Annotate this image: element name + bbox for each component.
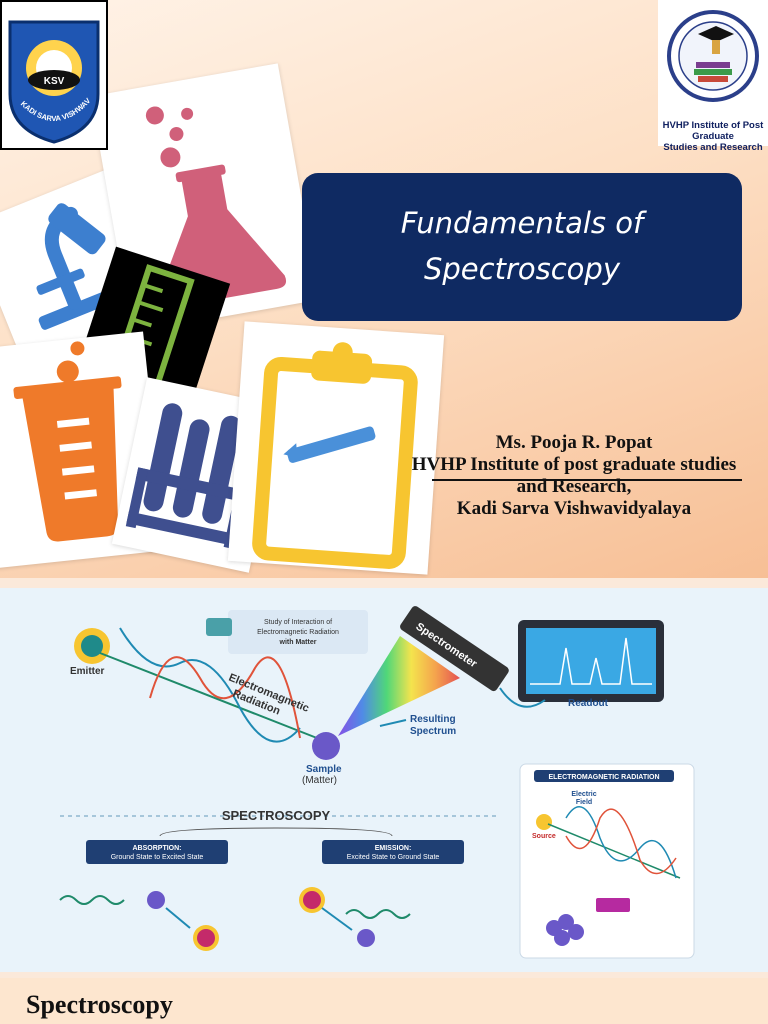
- pointing-hand-icon: [206, 618, 232, 636]
- hvhp-caption-line2: Studies and Research: [663, 142, 763, 153]
- readout-arrow: [499, 687, 546, 708]
- footer-title: Spectroscopy: [26, 990, 173, 1019]
- clipboard-icon: [252, 342, 418, 569]
- resulting-line1: Resulting: [410, 714, 456, 725]
- author-university: Kadi Sarva Vishwavidyalaya: [456, 498, 692, 519]
- em-card-title: ELECTROMAGNETIC RADIATION: [548, 774, 659, 781]
- cover-background: KSV KADI SARVA VISHWAVIDYALAYA HVHP Inst…: [0, 0, 768, 578]
- absorption-wave: [59, 895, 125, 905]
- spectroscopy-diagram: Study of Interaction of Electromagnetic …: [0, 588, 768, 972]
- sun-icon: [74, 628, 110, 664]
- em-card-magnetic-wave: [565, 806, 677, 879]
- electric-wave: [149, 656, 301, 739]
- spectrum-beam: [338, 636, 460, 736]
- heading-brace: [159, 827, 393, 837]
- author-institute-line1: HVHP Institute of post graduate studies: [411, 454, 737, 475]
- beaker-card: [0, 331, 167, 569]
- em-card-ray: [547, 823, 681, 879]
- hvhp-caption-line1: HVHP Institute of Post Graduate: [662, 120, 764, 142]
- clipboard-card: [227, 321, 445, 575]
- radiation-ray: [99, 652, 323, 741]
- title-line2: Spectroscopy: [423, 252, 620, 286]
- absorption-line2: Ground State to Excited State: [111, 854, 204, 861]
- emission-arrow: [321, 907, 353, 931]
- em-card-electric-wave: [565, 808, 677, 875]
- ksv-emblem-text: KSV: [44, 76, 65, 87]
- callout-box: [228, 610, 368, 654]
- em-card-title-bar: [534, 770, 674, 782]
- spectroscopy-illustration: Study of Interaction of Electromagnetic …: [59, 606, 695, 959]
- footer-strip: [0, 978, 768, 1024]
- molecule-icon: [546, 914, 584, 946]
- source-label: Source: [532, 833, 556, 840]
- absorption-box: [86, 840, 228, 864]
- hvhp-seal-icon: [667, 10, 759, 102]
- readout-spectrum-line: [530, 637, 652, 685]
- emitter-label: Emitter: [70, 666, 105, 677]
- absorption-line1: ABSORPTION:: [133, 845, 182, 852]
- magnetic-wave: [119, 627, 301, 743]
- author-institute-line2: and Research,: [516, 476, 632, 497]
- spectroscopy-heading: SPECTROSCOPY: [222, 808, 331, 823]
- emission-excited-sphere: [303, 891, 321, 909]
- emission-line1: EMISSION:: [375, 845, 412, 852]
- author-name: Ms. Pooja R. Popat: [495, 432, 653, 453]
- hvhp-logo: [658, 0, 768, 146]
- title-box: [302, 173, 742, 321]
- emission-wave: [345, 909, 411, 919]
- electric-line1: Electric: [571, 791, 596, 798]
- result-arrow: [379, 719, 407, 727]
- absorption-arrow: [165, 907, 191, 929]
- em-card-tag: [596, 898, 630, 912]
- em-source-icon: [536, 814, 552, 830]
- resulting-line2: Spectrum: [410, 726, 456, 737]
- excited-state-sphere: [197, 929, 215, 947]
- sample-label: Sample: [306, 764, 342, 775]
- emission-ground-sphere: [357, 929, 375, 947]
- page-title: Fundamentals of Spectroscopy: [302, 200, 742, 292]
- emission-box: [322, 840, 464, 864]
- callout-line2: Electromagnetic Radiation: [257, 629, 339, 636]
- title-line1: Fundamentals of: [400, 206, 644, 240]
- hvhp-caption: HVHP Institute of Post Graduate Studies …: [658, 120, 768, 153]
- author-block: Ms. Pooja R. Popat HVHP Institute of pos…: [388, 432, 760, 520]
- ksv-logo: KSV KADI SARVA VISHWAVIDYALAYA: [0, 0, 108, 150]
- callout-line1: Study of Interaction of: [264, 619, 332, 626]
- matter-label: (Matter): [302, 775, 337, 786]
- beaker-icon: [13, 341, 122, 542]
- em-radiation-card: [519, 763, 695, 959]
- ksv-shield-icon: KSV KADI SARVA VISHWAVIDYALAYA: [0, 0, 100, 144]
- sample-sphere: [312, 732, 340, 760]
- electric-line2: Field: [576, 799, 592, 806]
- callout-line3: with Matter: [279, 639, 317, 646]
- ground-state-sphere: [147, 891, 165, 909]
- author-underline: [432, 479, 742, 481]
- readout-label: Readout: [568, 698, 609, 709]
- emission-line2: Excited State to Ground State: [347, 854, 440, 861]
